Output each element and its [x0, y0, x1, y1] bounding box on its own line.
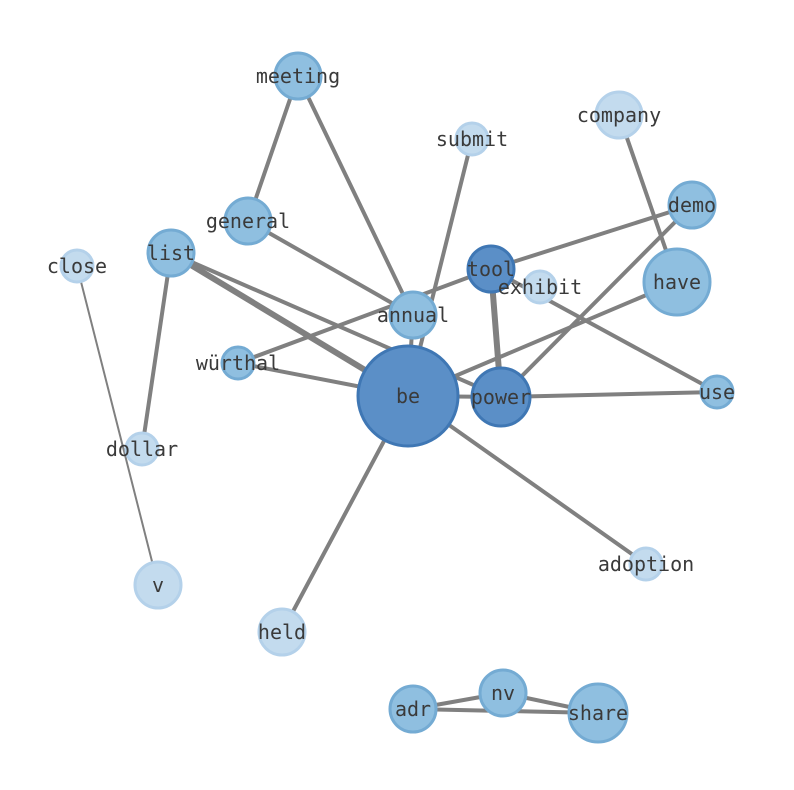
node-v: v [133, 560, 183, 610]
node-label-power: power [471, 385, 531, 409]
node-label-be: be [396, 384, 420, 408]
node-label-nv: nv [491, 681, 515, 705]
node-annual: annual [377, 290, 449, 340]
node-circle-list [146, 228, 196, 278]
node-circle-have [642, 247, 712, 317]
node-general: general [206, 196, 290, 246]
node-label-use: use [699, 380, 735, 404]
node-close: close [47, 248, 107, 284]
node-circle-close [59, 248, 95, 284]
node-label-share: share [568, 701, 628, 725]
edge-meeting-annual [296, 74, 415, 317]
node-circle-dollar [124, 431, 160, 467]
node-be: be [356, 344, 460, 448]
edge-wurthal-tool [236, 267, 493, 365]
node-circle-demo [667, 180, 717, 230]
node-list: list [146, 228, 196, 278]
node-label-exhibit: exhibit [498, 275, 582, 299]
node-circle-v [133, 560, 183, 610]
node-demo: demo [667, 180, 717, 230]
node-circle-use [699, 374, 735, 410]
node-label-general: general [206, 209, 290, 233]
node-circle-power [470, 366, 532, 428]
node-label-annual: annual [377, 303, 449, 327]
node-circle-submit [454, 121, 490, 157]
node-label-submit: submit [436, 127, 508, 151]
node-nv: nv [478, 668, 528, 718]
node-circle-exhibit [522, 269, 558, 305]
node-circle-adr [388, 684, 438, 734]
node-circle-general [223, 196, 273, 246]
edge-tool-demo [489, 203, 694, 271]
node-circle-be [356, 344, 460, 448]
node-circle-share [567, 682, 629, 744]
edge-list-dollar [140, 251, 173, 451]
node-wurthal: würthal [196, 345, 280, 381]
node-label-close: close [47, 254, 107, 278]
node-label-held: held [258, 620, 306, 644]
node-label-wurthal: würthal [196, 351, 280, 375]
node-use: use [699, 374, 735, 410]
node-meeting: meeting [256, 51, 340, 101]
node-company: company [577, 90, 661, 140]
node-exhibit: exhibit [498, 269, 582, 305]
node-label-adr: adr [395, 697, 431, 721]
node-circle-meeting [273, 51, 323, 101]
node-label-adoption: adoption [598, 552, 694, 576]
node-circle-nv [478, 668, 528, 718]
node-have: have [642, 247, 712, 317]
node-label-v: v [152, 573, 164, 597]
node-held: held [257, 607, 307, 657]
node-tool: tool [466, 244, 516, 294]
node-adr: adr [388, 684, 438, 734]
node-share: share [567, 682, 629, 744]
edge-demo-power [499, 203, 694, 399]
node-label-have: have [653, 270, 701, 294]
node-label-demo: demo [668, 193, 716, 217]
node-dollar: dollar [106, 431, 178, 467]
node-circle-company [594, 90, 644, 140]
edge-close-v [76, 265, 159, 586]
node-circle-adoption [628, 546, 664, 582]
node-label-tool: tool [467, 257, 515, 281]
node-label-dollar: dollar [106, 437, 178, 461]
edge-general-annual [246, 219, 415, 317]
node-circle-wurthal [220, 345, 256, 381]
node-circle-tool [466, 244, 516, 294]
node-label-list: list [147, 241, 195, 265]
node-label-company: company [577, 103, 661, 127]
node-adoption: adoption [598, 546, 694, 582]
edge-layer [76, 74, 719, 715]
node-submit: submit [436, 121, 508, 157]
node-label-meeting: meeting [256, 64, 340, 88]
node-power: power [470, 366, 532, 428]
node-layer: be tool power annual meeting general list demo h… [47, 51, 735, 744]
edge-power-use [499, 390, 719, 399]
node-circle-held [257, 607, 307, 657]
node-circle-annual [388, 290, 438, 340]
edge-meeting-general [246, 74, 300, 223]
